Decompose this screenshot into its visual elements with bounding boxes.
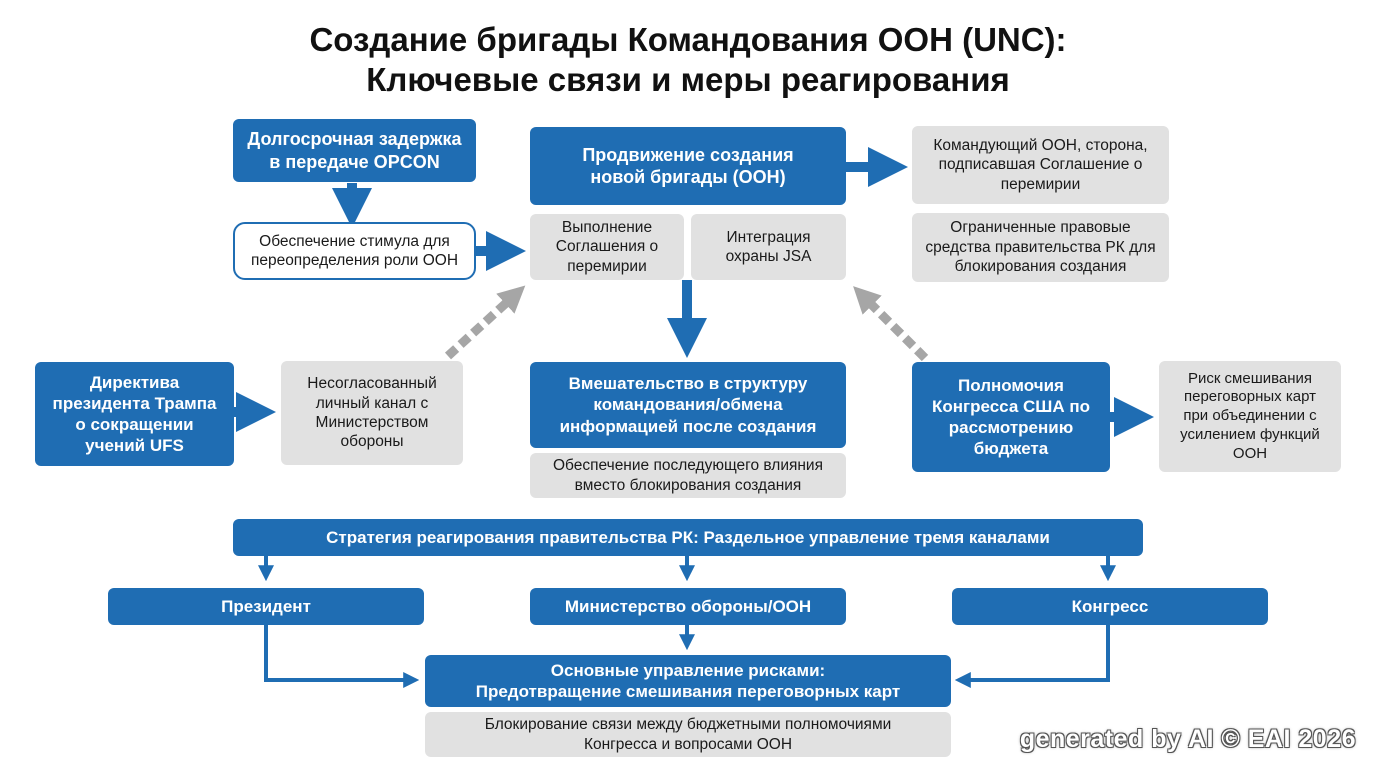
box-congress: Конгресс — [952, 588, 1268, 625]
arrow-president-to-risk — [264, 625, 420, 688]
box-blocking-link: Блокирование связи между бюджетными полн… — [425, 712, 951, 757]
arrow-congress-to-risk-mgmt — [954, 625, 1110, 688]
box-unc-commander: Командующий ООН, сторона,подписавшая Сог… — [912, 126, 1169, 204]
page-title: Создание бригады Командования ООН (UNC):… — [0, 20, 1376, 100]
box-president: Президент — [108, 588, 424, 625]
box-mod-un: Министерство обороны/ООН — [530, 588, 846, 625]
box-risk-management: Основные управление рисками:Предотвращен… — [425, 655, 951, 707]
watermark: generated by AI © EAI 2026 — [1019, 725, 1356, 753]
dashed-arrow-congress — [853, 286, 929, 362]
dashed-arrow-uncoordinated — [444, 285, 526, 360]
title-line-2: Ключевые связи и меры реагирования — [366, 61, 1010, 98]
title-line-1: Создание бригады Командования ООН (UNC): — [309, 21, 1067, 58]
box-response-strategy: Стратегия реагирования правительства РК:… — [233, 519, 1143, 556]
